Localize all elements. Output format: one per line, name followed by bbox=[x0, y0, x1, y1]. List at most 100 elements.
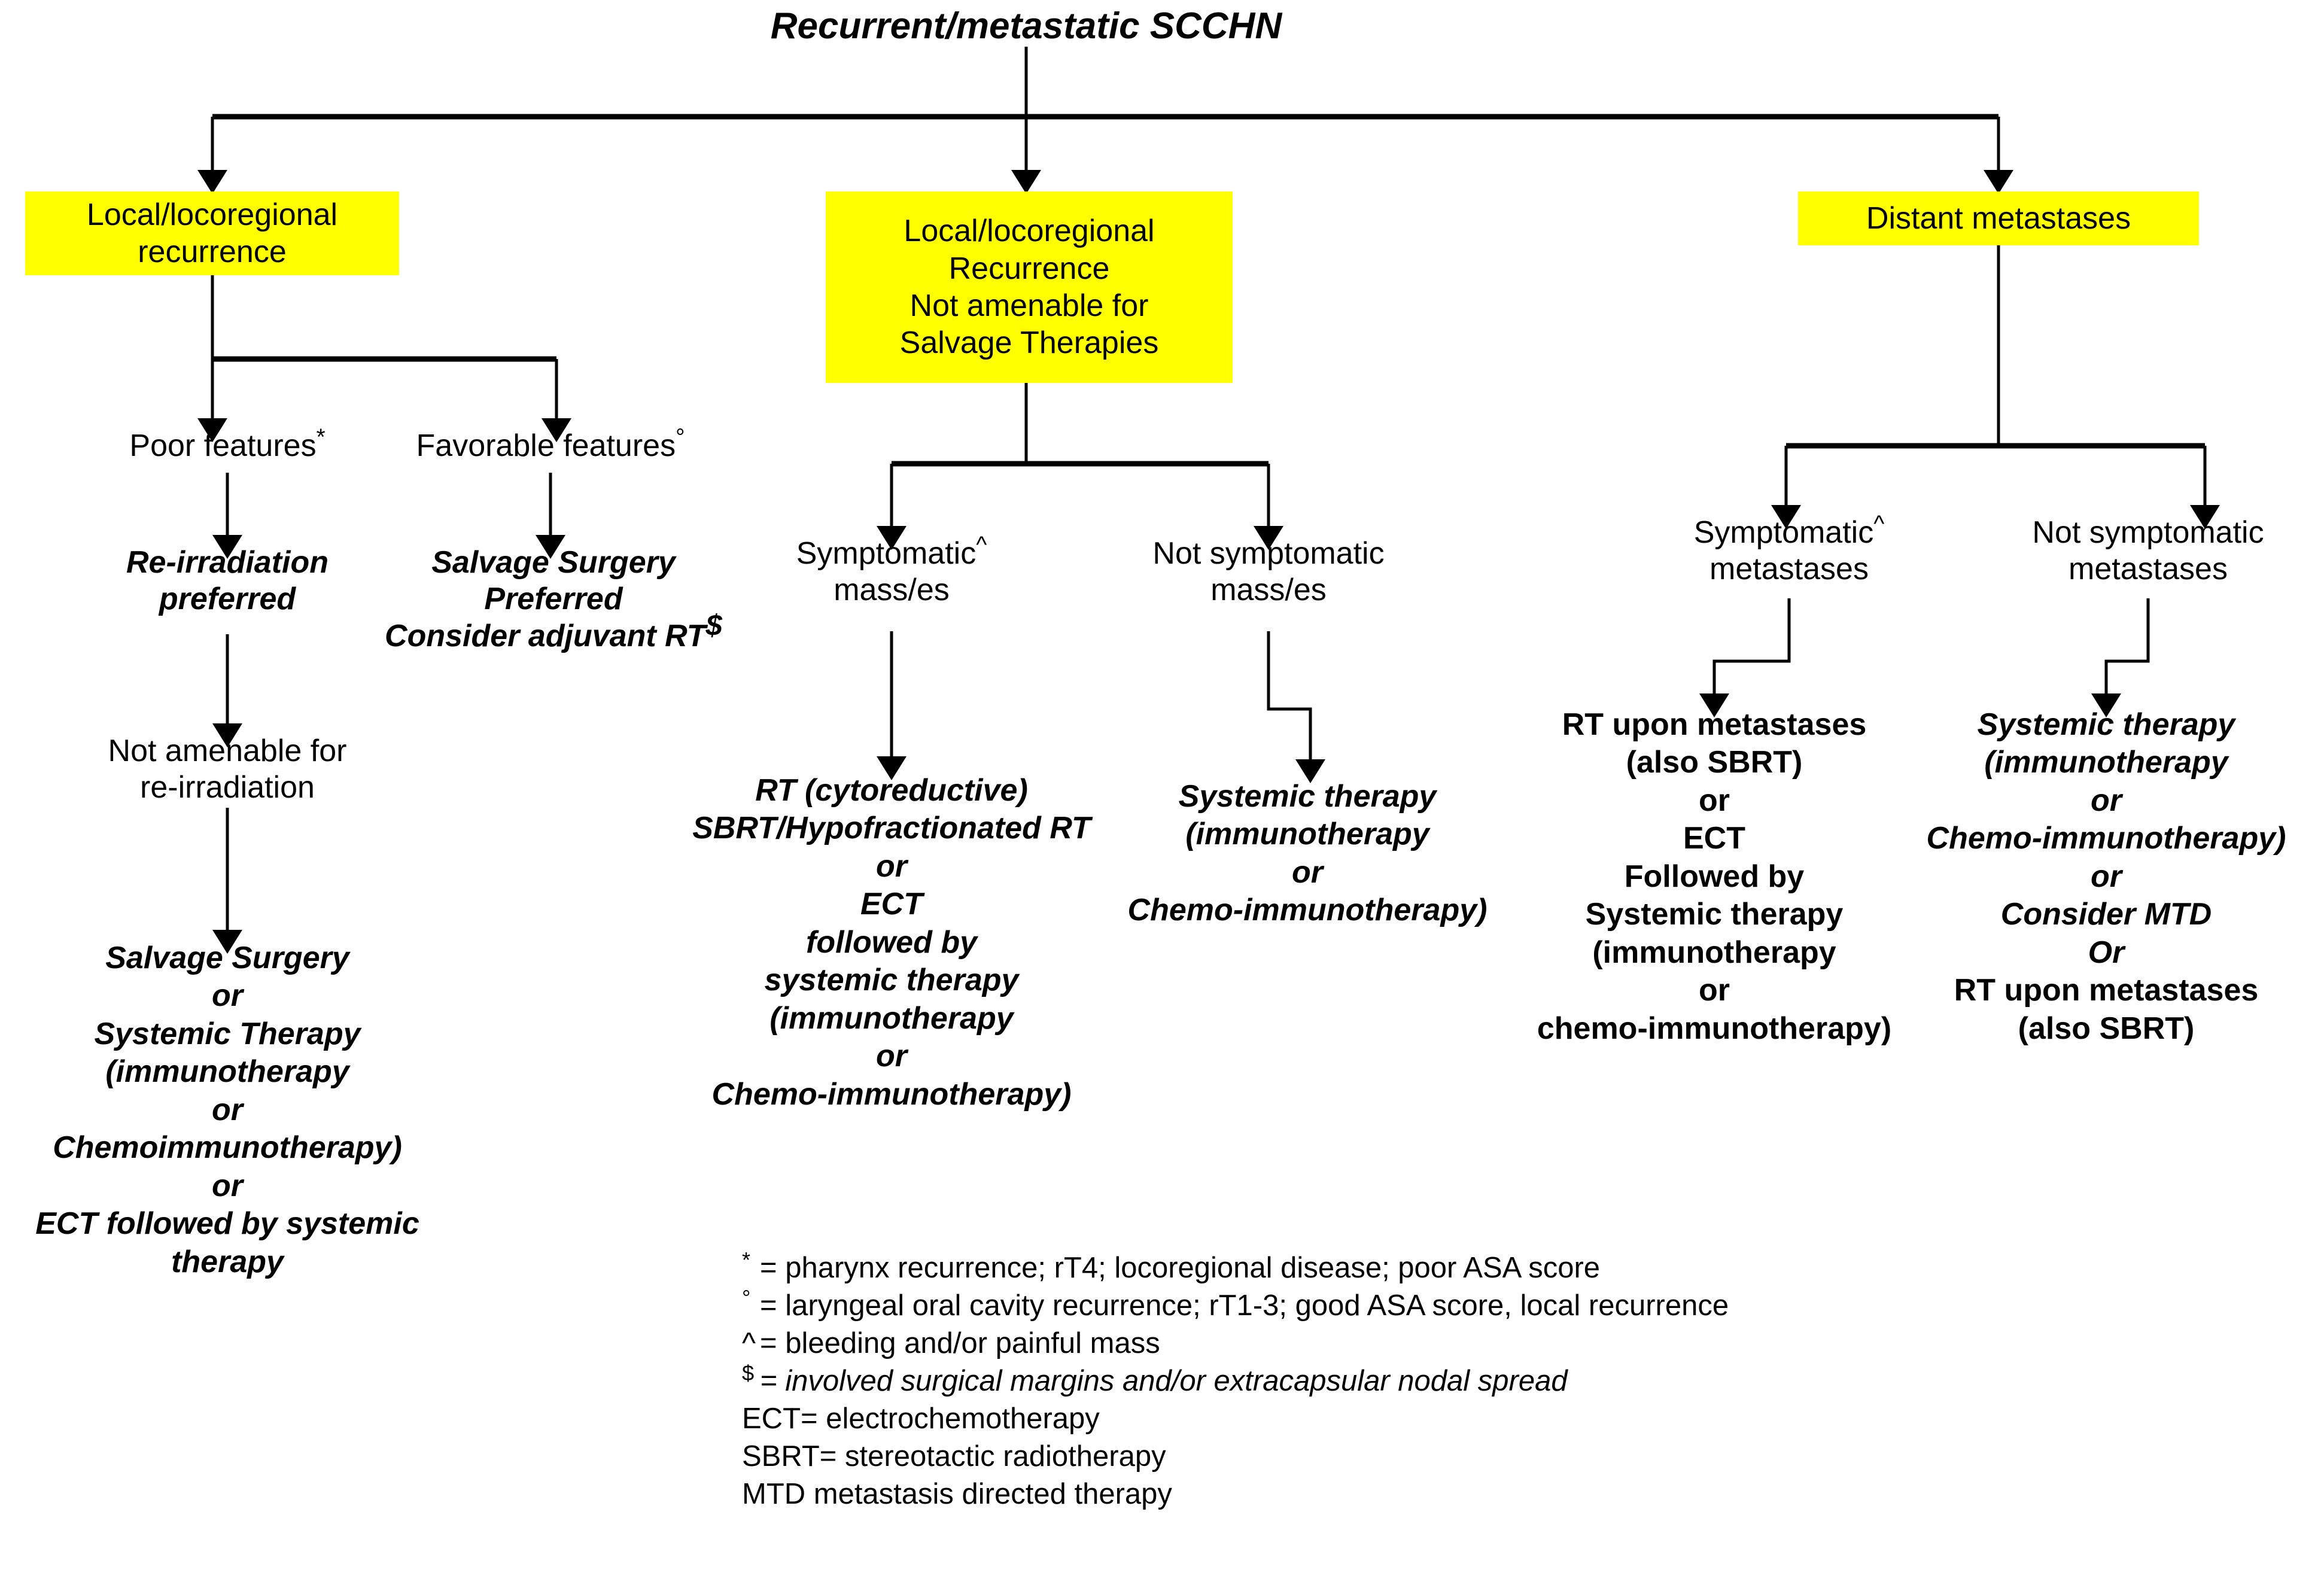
branch-line: metastases bbox=[2069, 552, 2228, 587]
treatment-line: SBRT/Hypofractionated RT bbox=[692, 811, 1091, 846]
treatment-line: (immunotherapy bbox=[105, 1054, 349, 1090]
treatment-line: Preferred bbox=[484, 582, 623, 617]
box-distant-metastases[interactable]: Distant metastases bbox=[1798, 191, 2199, 245]
branch-symptomatic-mass: Symptomatic^ mass/es bbox=[724, 532, 1059, 609]
treatment-line: or bbox=[1292, 854, 1323, 890]
treatment-line: Or bbox=[2088, 935, 2125, 970]
branch-label: Favorable features bbox=[416, 428, 676, 463]
legend-text: MTD metastasis directed therapy bbox=[742, 1478, 1172, 1510]
state-line: re-irradiation bbox=[140, 770, 315, 805]
legend-row: *= pharynx recurrence; rT4; locoregional… bbox=[742, 1247, 1601, 1284]
legend-text: SBRT= stereotactic radiotherapy bbox=[742, 1440, 1166, 1473]
treatment-line: or bbox=[2091, 859, 2122, 894]
treatment-line: Systemic therapy bbox=[1178, 779, 1437, 814]
box-local-locoregional-recurrence[interactable]: Local/locoregional recurrence bbox=[25, 191, 399, 275]
treatment-line: Chemo-immunotherapy) bbox=[1127, 893, 1488, 928]
treatment-line: followed by bbox=[806, 924, 977, 960]
treatment-line: or bbox=[1699, 973, 1730, 1008]
treatment-line: Systemic Therapy bbox=[94, 1016, 361, 1051]
treatment-systemic-middle: Systemic therapy (immunotherapy or Chemo… bbox=[1122, 778, 1493, 930]
treatment-line: or bbox=[212, 1168, 243, 1203]
treatment-salvage-surgery-preferred: Salvage Surgery Preferred Consider adjuv… bbox=[362, 544, 745, 655]
branch-line: Not symptomatic bbox=[1152, 536, 1385, 571]
treatment-line: or bbox=[2091, 783, 2122, 818]
treatment-line: Chemoimmunotherapy) bbox=[53, 1130, 402, 1166]
box-line: Local/locoregional bbox=[86, 197, 338, 232]
box-line: recurrence bbox=[138, 235, 287, 269]
treatment-line: chemo-immunotherapy) bbox=[1537, 1011, 1892, 1046]
treatment-line: systemic therapy bbox=[764, 963, 1019, 998]
treatment-line: RT upon metastases bbox=[1562, 707, 1867, 742]
treatment-systemic-right: Systemic therapy (immunotherapy or Chemo… bbox=[1903, 706, 2310, 1048]
treatment-line: or bbox=[212, 1092, 243, 1127]
treatment-line-with-marker: Consider adjuvant RT$ bbox=[362, 610, 745, 655]
treatment-line: Re-irradiation bbox=[126, 545, 329, 580]
treatment-line: (immunotherapy bbox=[769, 1000, 1014, 1036]
branch-line: mass/es bbox=[1210, 573, 1327, 608]
branch-line: mass/es bbox=[834, 573, 950, 608]
treatment-line: or bbox=[212, 978, 243, 1014]
treatment-line: Consider MTD bbox=[2000, 897, 2212, 932]
state-line: Not amenable for bbox=[108, 734, 347, 768]
treatment-line: Salvage Surgery bbox=[105, 941, 349, 975]
box-line: Recurrence bbox=[948, 251, 1110, 286]
legend-text: = pharynx recurrence; rT4; locoregional … bbox=[760, 1252, 1601, 1284]
treatment-line: Consider adjuvant RT bbox=[385, 618, 706, 653]
legend-row: ECT= electrochemotherapy bbox=[742, 1404, 1729, 1434]
treatment-line: (immunotherapy bbox=[1984, 745, 2228, 780]
legend-row: ^= bleeding and/or painful mass bbox=[742, 1329, 1729, 1358]
legend-marker-caret: ^ bbox=[742, 1327, 756, 1359]
treatment-line: Systemic therapy bbox=[1585, 897, 1844, 932]
treatment-line: Chemo-immunotherapy) bbox=[1926, 821, 2286, 856]
branch-label: Poor features bbox=[129, 428, 317, 463]
legend-row: °= laryngeal oral cavity recurrence; rT1… bbox=[742, 1285, 1729, 1322]
legend-text: = laryngeal oral cavity recurrence; rT1-… bbox=[760, 1289, 1729, 1322]
box-local-locoregional-not-amenable[interactable]: Local/locoregional Recurrence Not amenab… bbox=[826, 191, 1233, 383]
box-line: Salvage Therapies bbox=[899, 325, 1159, 361]
treatment-line: Salvage Surgery bbox=[431, 545, 676, 580]
treatment-line: or bbox=[876, 1039, 907, 1074]
box-line: Local/locoregional bbox=[904, 214, 1155, 249]
footnote-marker-degree: ° bbox=[676, 424, 685, 451]
legend-row: $= involved surgical margins and/or extr… bbox=[742, 1360, 1568, 1397]
branch-favorable-features: Favorable features° bbox=[383, 424, 718, 464]
treatment-line: Chemo-immunotherapy) bbox=[711, 1076, 1072, 1112]
treatment-line: preferred bbox=[159, 582, 296, 617]
branch-not-symptomatic-mass: Not symptomatic mass/es bbox=[1101, 536, 1436, 609]
branch-not-symptomatic-metastases: Not symptomatic metastases bbox=[1981, 515, 2316, 588]
footnote-marker-caret: ^ bbox=[976, 532, 987, 558]
treatment-line: (also SBRT) bbox=[2018, 1011, 2195, 1046]
legend-footnotes: *= pharynx recurrence; rT4; locoregional… bbox=[742, 1247, 1729, 1509]
legend-row: SBRT= stereotactic radiotherapy bbox=[742, 1442, 1729, 1471]
treatment-line: ECT bbox=[1683, 821, 1745, 856]
footnote-marker-dollar: $ bbox=[705, 609, 722, 642]
treatment-line: ECT bbox=[860, 887, 923, 922]
branch-label: Symptomatic bbox=[796, 536, 977, 571]
treatment-reirradiation: Re-irradiation preferred bbox=[60, 544, 395, 618]
treatment-line: or bbox=[876, 848, 907, 884]
treatment-line: or bbox=[1699, 783, 1730, 818]
box-line: Distant metastases bbox=[1866, 200, 2131, 236]
page-title: Recurrent/metastatic SCCHN bbox=[770, 5, 1282, 47]
footnote-marker-asterisk: * bbox=[316, 424, 326, 451]
legend-text: = involved surgical margins and/or extra… bbox=[760, 1365, 1568, 1397]
branch-line: Symptomatic^ bbox=[1634, 511, 1945, 551]
treatment-line: RT (cytoreductive) bbox=[755, 773, 1028, 808]
treatment-line: therapy bbox=[171, 1244, 284, 1279]
branch-symptomatic-metastases: Symptomatic^ metastases bbox=[1634, 511, 1945, 588]
box-line: Not amenable for bbox=[909, 288, 1149, 323]
legend-text: = bleeding and/or painful mass bbox=[760, 1327, 1160, 1359]
treatment-rt-upon-metastases: RT upon metastases (also SBRT) or ECT Fo… bbox=[1523, 706, 1906, 1048]
legend-text: ECT= electrochemotherapy bbox=[742, 1403, 1100, 1435]
treatment-line: (immunotherapy bbox=[1185, 817, 1429, 852]
branch-line: metastases bbox=[1709, 552, 1869, 587]
footnote-marker-caret: ^ bbox=[1873, 511, 1885, 537]
treatment-line: ECT followed by systemic bbox=[35, 1206, 419, 1242]
treatment-line: (immunotherapy bbox=[1592, 935, 1836, 970]
state-not-amenable-for-reirradiation: Not amenable for re-irradiation bbox=[60, 733, 395, 807]
treatment-line: Followed by bbox=[1624, 859, 1805, 894]
treatment-salvage-or-systemic: Salvage Surgery or Systemic Therapy (imm… bbox=[0, 939, 467, 1281]
legend-row: MTD metastasis directed therapy bbox=[742, 1480, 1729, 1509]
branch-label: Symptomatic bbox=[1693, 515, 1874, 550]
